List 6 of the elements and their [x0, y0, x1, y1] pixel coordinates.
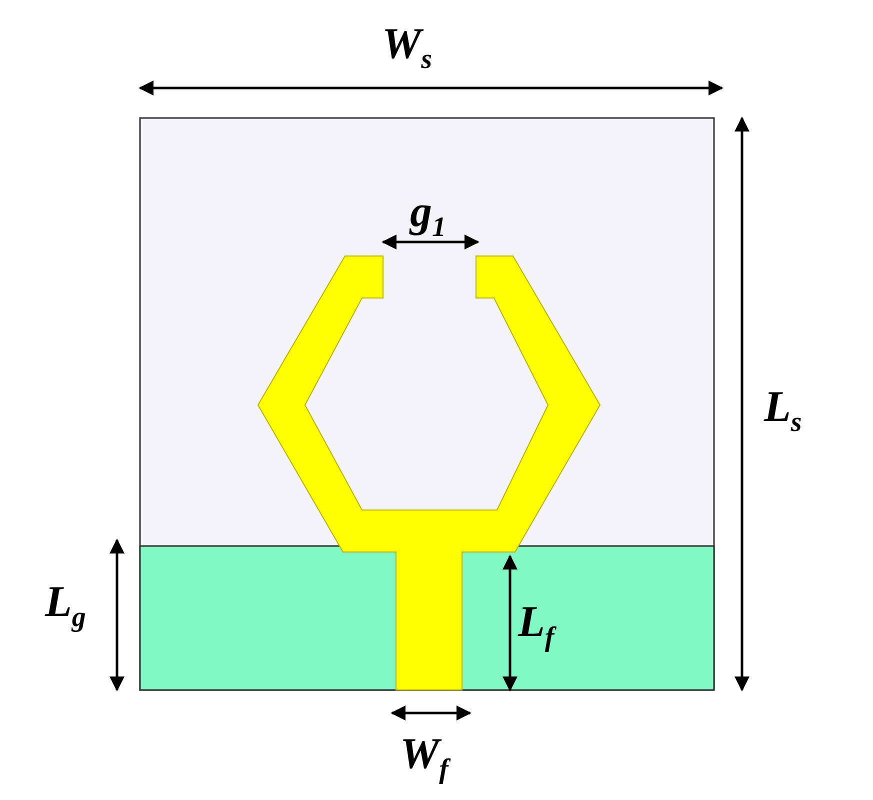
dimension-label: L$_{g}$: [45, 580, 86, 632]
dimension-label: L$_{s}$: [764, 385, 802, 437]
dimension-label: W$_{s}$: [382, 22, 432, 74]
dimension-label: W$_{f}$: [400, 732, 448, 784]
dimension-label: L$_{f}$: [518, 600, 554, 652]
dimension-label: g$_{1}$: [410, 190, 446, 242]
